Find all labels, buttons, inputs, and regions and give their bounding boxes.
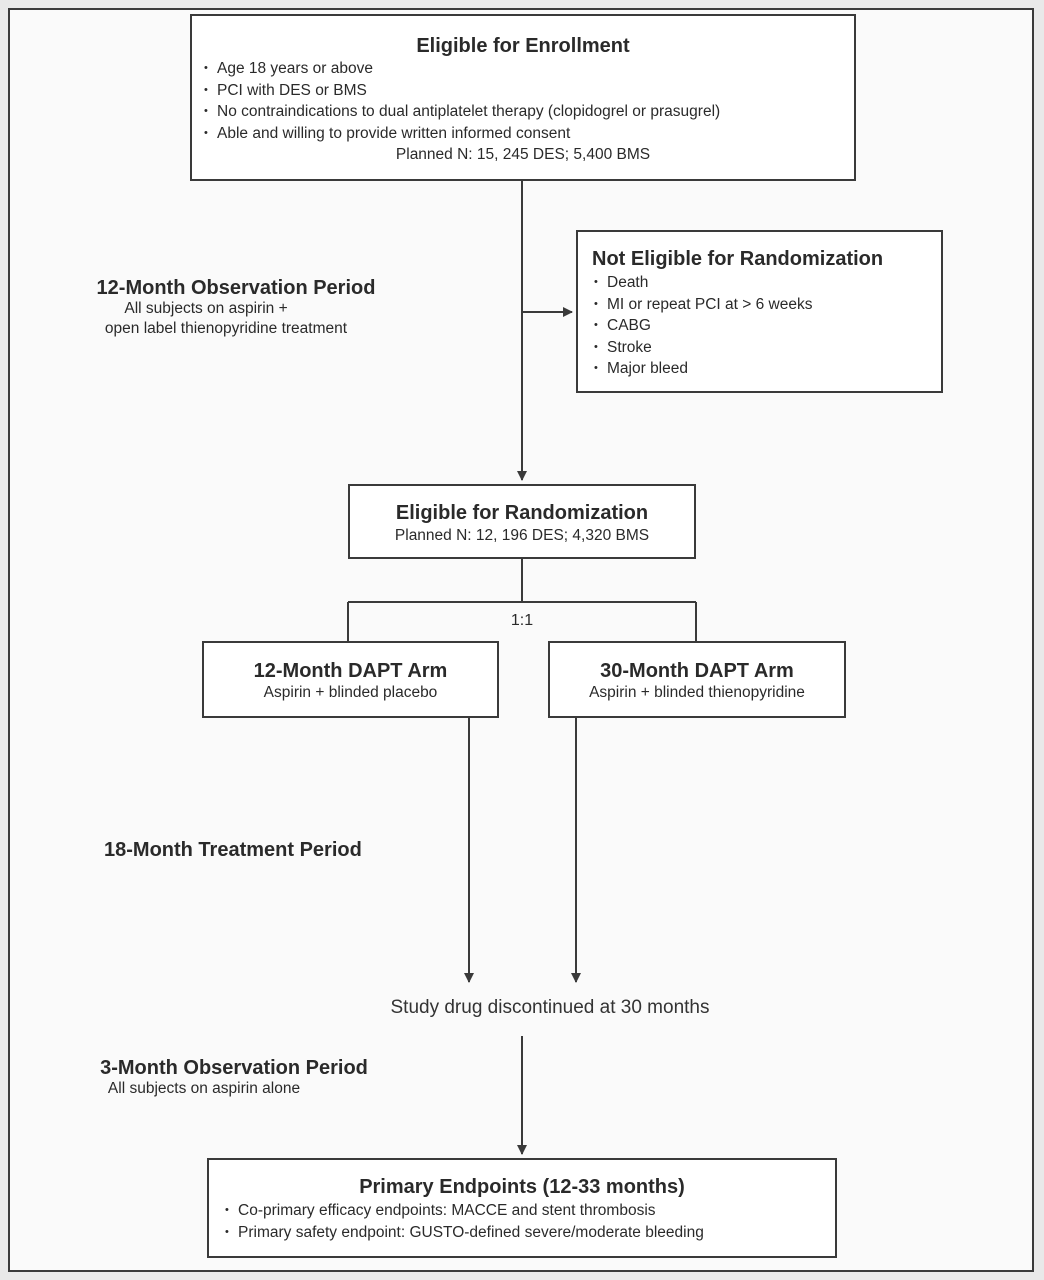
enrollment-title: Eligible for Enrollment bbox=[416, 35, 630, 57]
treatment-period-label: 18-Month Treatment Period bbox=[104, 839, 362, 861]
treatment-period-title: 18-Month Treatment Period bbox=[104, 839, 362, 861]
enrollment-box: Eligible for Enrollment Age 18 years or … bbox=[190, 14, 856, 181]
list-item: Death bbox=[594, 272, 941, 294]
arm-30-month-box: 30-Month DAPT Arm Aspirin + blinded thie… bbox=[548, 641, 846, 718]
not-eligible-list: Death MI or repeat PCI at > 6 weeks CABG… bbox=[594, 272, 941, 380]
observation-12-line2: open label thienopyridine treatment bbox=[104, 320, 348, 337]
list-item: PCI with DES or BMS bbox=[204, 80, 854, 102]
arm-12-month-title: 12-Month DAPT Arm bbox=[253, 660, 448, 682]
list-item: Stroke bbox=[594, 337, 941, 359]
list-item: Able and willing to provide written info… bbox=[204, 123, 854, 145]
randomization-title: Eligible for Randomization bbox=[395, 502, 649, 524]
arm-30-month-subtitle: Aspirin + blinded thienopyridine bbox=[589, 684, 805, 701]
primary-endpoints-title: Primary Endpoints (12-33 months) bbox=[359, 1176, 685, 1198]
observation-12-title: 12-Month Observation Period bbox=[96, 277, 376, 299]
observation-3-line1: All subjects on aspirin alone bbox=[107, 1080, 301, 1097]
list-item: Major bleed bbox=[594, 358, 941, 380]
arm-30-month-title: 30-Month DAPT Arm bbox=[600, 660, 794, 682]
observation-3-label: 3-Month Observation Period All subjects … bbox=[64, 1057, 404, 1099]
enrollment-criteria-list: Age 18 years or above PCI with DES or BM… bbox=[204, 58, 854, 144]
list-item: Co-primary efficacy endpoints: MACCE and… bbox=[225, 1200, 835, 1222]
randomization-planned-n: Planned N: 12, 196 DES; 4,320 BMS bbox=[394, 527, 650, 544]
enrollment-planned-n: Planned N: 15, 245 DES; 5,400 BMS bbox=[395, 146, 651, 163]
list-item: No contraindications to dual antiplatele… bbox=[204, 101, 854, 123]
observation-12-label: 12-Month Observation Period All subjects… bbox=[66, 277, 406, 339]
arm-12-month-box: 12-Month DAPT Arm Aspirin + blinded plac… bbox=[202, 641, 499, 718]
discontinued-text: Study drug discontinued at 30 months bbox=[390, 997, 710, 1018]
randomization-ratio: 1:1 bbox=[510, 612, 534, 629]
not-eligible-title: Not Eligible for Randomization bbox=[592, 248, 884, 270]
list-item: Age 18 years or above bbox=[204, 58, 854, 80]
not-eligible-box: Not Eligible for Randomization Death MI … bbox=[576, 230, 943, 393]
list-item: CABG bbox=[594, 315, 941, 337]
primary-endpoints-box: Primary Endpoints (12-33 months) Co-prim… bbox=[207, 1158, 837, 1258]
observation-3-title: 3-Month Observation Period bbox=[100, 1057, 368, 1079]
randomization-box: Eligible for Randomization Planned N: 12… bbox=[348, 484, 696, 559]
primary-endpoints-list: Co-primary efficacy endpoints: MACCE and… bbox=[225, 1200, 835, 1243]
list-item: Primary safety endpoint: GUSTO-defined s… bbox=[225, 1222, 835, 1244]
arm-12-month-subtitle: Aspirin + blinded placebo bbox=[263, 684, 438, 701]
list-item: MI or repeat PCI at > 6 weeks bbox=[594, 294, 941, 316]
observation-12-line1: All subjects on aspirin + bbox=[124, 300, 288, 317]
